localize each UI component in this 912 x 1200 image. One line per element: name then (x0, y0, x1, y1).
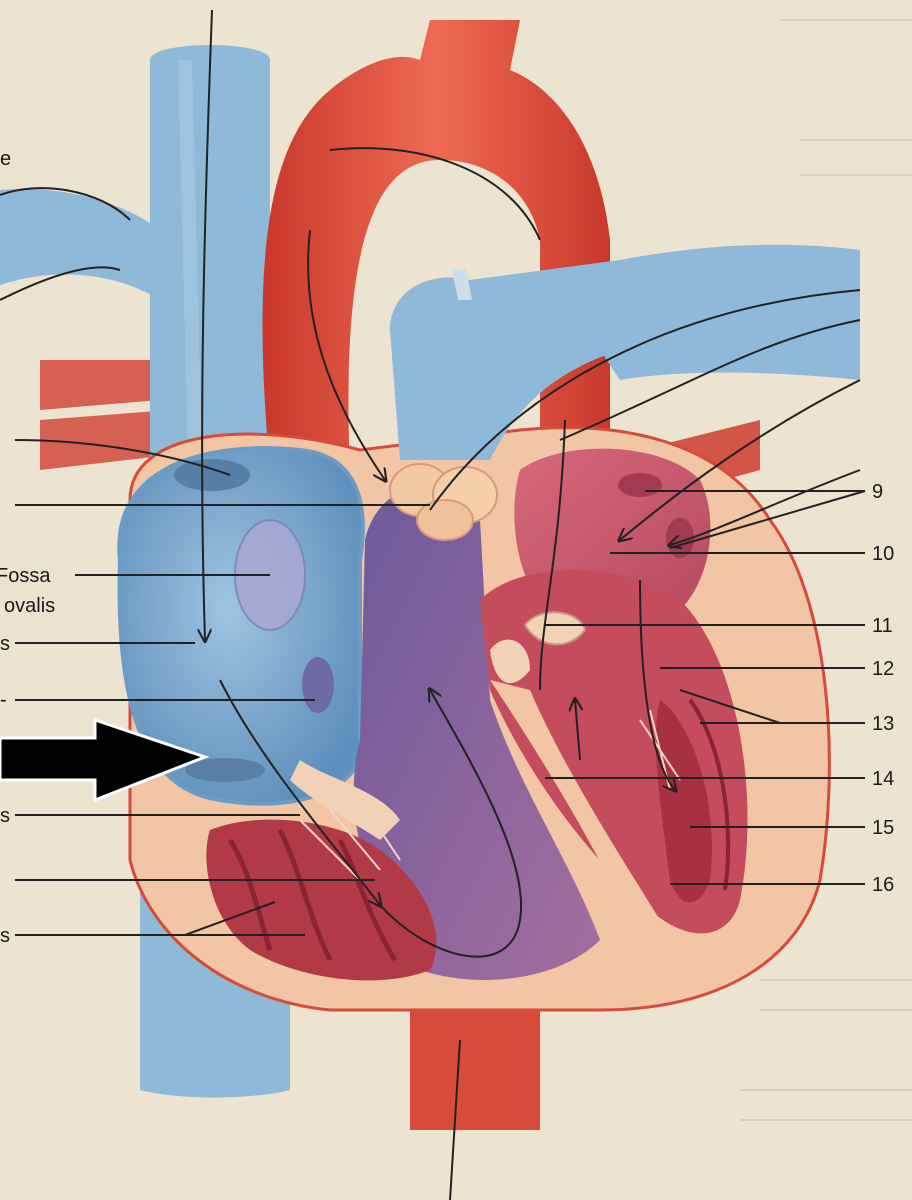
ivc-opening (185, 758, 265, 782)
pulmonary-vein-opening (618, 473, 662, 497)
right-ventricle (353, 484, 600, 980)
label-13: 13 (872, 713, 894, 735)
label-16: 16 (872, 874, 894, 896)
label-left-e: e (0, 148, 11, 170)
brachiocephalic-vein (0, 189, 160, 300)
label-9: 9 (872, 481, 883, 503)
mitral-valve (490, 639, 530, 684)
svc-opening (174, 459, 250, 491)
left-pulmonary-vessel (40, 360, 160, 410)
label-fossa-ovalis-line2: ovalis (4, 595, 55, 617)
pulmonary-trunk (390, 244, 860, 460)
label-fossa-ovalis-line1: Fossa (0, 565, 51, 587)
descending-aorta (410, 1000, 540, 1130)
coronary-sinus-opening (302, 657, 334, 713)
label-14: 14 (872, 768, 894, 790)
aortic-valve (523, 611, 587, 646)
pointer-arrow (0, 717, 210, 803)
label-left-s-3: s (0, 925, 10, 947)
label-left-s-2: s (0, 805, 10, 827)
interventricular-septum (490, 680, 660, 920)
blood-flow-arrows (0, 9, 861, 1200)
label-12: 12 (872, 658, 894, 680)
leader-lines (15, 490, 866, 936)
label-11: 11 (872, 615, 893, 637)
label-15: 15 (872, 817, 894, 839)
label-left-s-1: s (0, 633, 10, 655)
label-10: 10 (872, 543, 894, 565)
superior-vena-cava (150, 45, 270, 460)
label-left-dash: - (0, 689, 7, 711)
background-page-lines (740, 19, 912, 1121)
left-papillary-muscles (639, 698, 731, 903)
aorta (262, 20, 610, 520)
pulmonary-artery-branch (600, 320, 860, 380)
left-pulmonary-vessel-2 (40, 410, 170, 470)
tricuspid-valve (290, 760, 400, 840)
